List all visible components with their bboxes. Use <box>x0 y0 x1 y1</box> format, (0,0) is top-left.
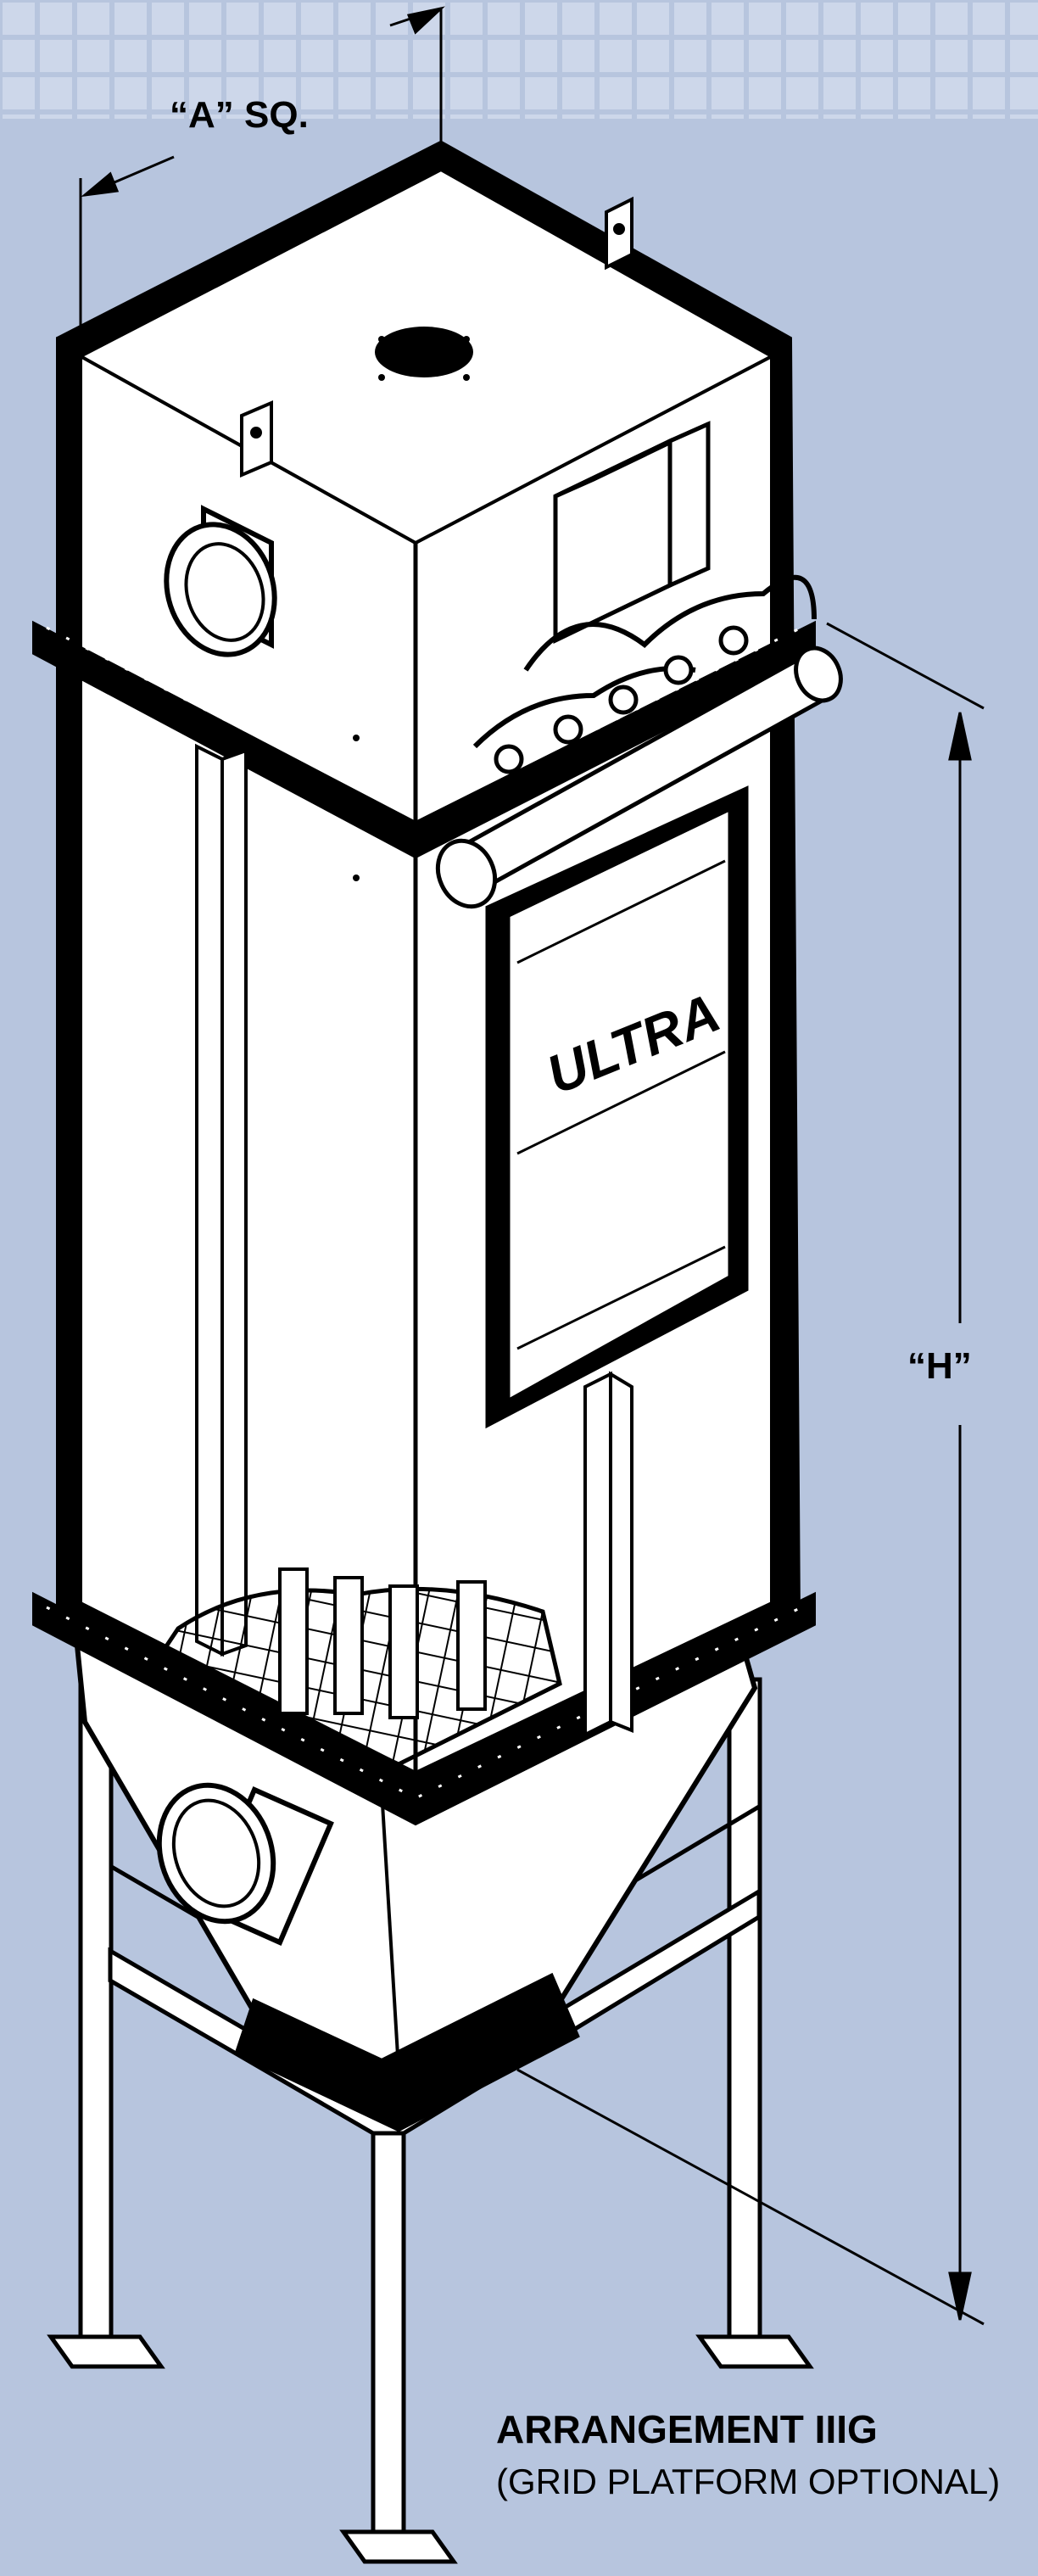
access-door <box>485 785 749 1429</box>
dimension-a <box>79 6 445 356</box>
arrangement-subtitle: (GRID PLATFORM OPTIONAL) <box>496 2461 1000 2501</box>
manifold-assembly <box>435 421 843 909</box>
dimension-a-label: “A” SQ. <box>170 94 309 136</box>
bolt-row <box>353 735 360 881</box>
grid-platform <box>158 1567 562 1767</box>
lifting-lugs <box>240 196 633 478</box>
side-inlet-pipe <box>164 505 277 657</box>
top-grid-band <box>0 0 1038 119</box>
dimension-h <box>516 622 985 2326</box>
top-outlet <box>375 327 473 381</box>
side-channels <box>195 743 633 1738</box>
hopper <box>73 1624 758 2132</box>
dimension-h-label: “H” <box>907 1345 972 1387</box>
hopper-inlet-pipe <box>156 1782 334 1946</box>
arrangement-title: ARRANGEMENT IIIG <box>496 2407 878 2451</box>
